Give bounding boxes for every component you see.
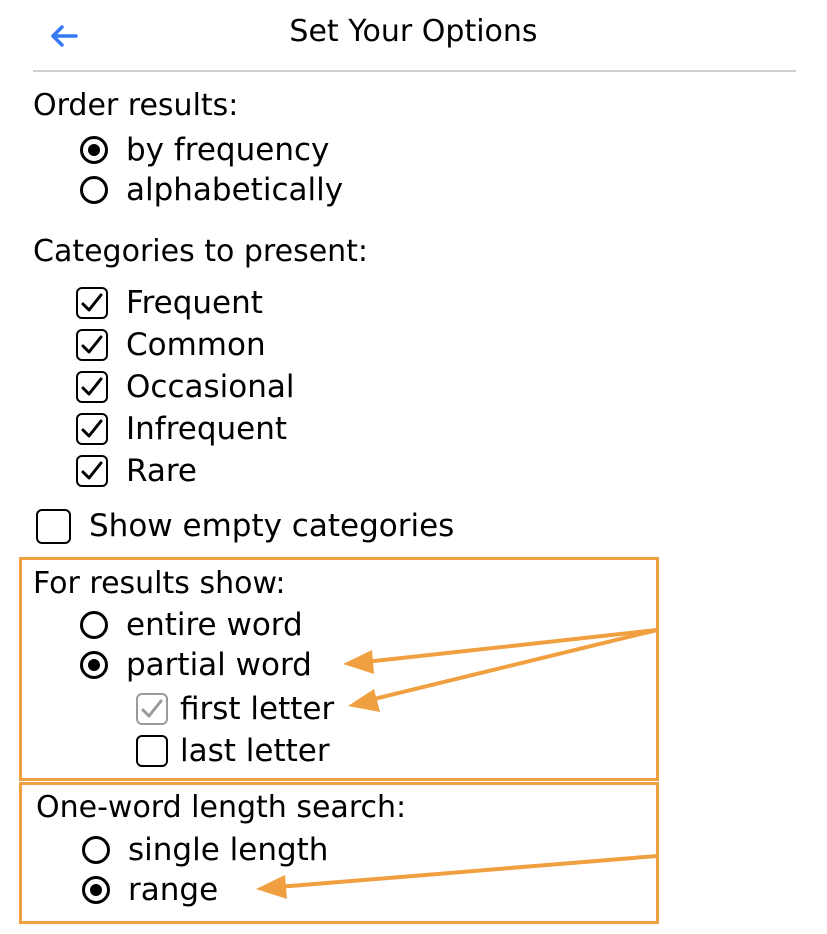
checkbox-checked-icon [76,287,108,319]
page-title: Set Your Options [289,14,538,49]
radio-selected-icon [80,651,108,679]
back-button[interactable] [44,16,84,56]
radio-partial-word[interactable]: partial word [80,645,312,685]
radio-label: partial word [126,647,312,683]
radio-unselected-icon [82,836,110,864]
radio-selected-icon [82,876,110,904]
checkmark-icon [81,293,103,312]
radio-unselected-icon [80,176,108,204]
checkmark-icon [81,419,103,438]
radio-label: by frequency [126,132,330,168]
radio-range[interactable]: range [82,870,218,910]
checkbox-unchecked-icon [36,508,71,544]
checkbox-last-letter[interactable]: last letter [136,731,330,771]
checkmark-icon [81,335,103,354]
arrowhead-icon [256,875,287,899]
arrowhead-icon [343,650,374,674]
checkbox-label: Infrequent [126,411,288,447]
arrow-to-range [277,854,658,889]
checkbox-label: last letter [180,733,330,769]
radio-unselected-icon [80,611,108,639]
checkmark-icon [81,461,103,480]
checkbox-label: Frequent [126,285,263,321]
length-search-label: One-word length search: [36,790,407,825]
checkbox-checked-icon [76,371,108,403]
checkbox-rare[interactable]: Rare [76,451,197,491]
radio-single-length[interactable]: single length [82,830,328,870]
checkbox-label: first letter [180,691,335,727]
checkbox-label: Rare [126,453,197,489]
arrow-to-partial-word [364,628,658,664]
radio-label: entire word [126,607,303,643]
checkmark-icon [141,699,163,718]
checkbox-label: Occasional [126,369,295,405]
radio-alphabetically[interactable]: alphabetically [80,170,343,210]
checkbox-infrequent[interactable]: Infrequent [76,409,287,449]
checkbox-checked-icon [76,413,108,445]
radio-selected-icon [80,136,108,164]
header-divider [33,70,796,72]
checkbox-first-letter[interactable]: first letter [136,689,334,729]
order-results-label: Order results: [33,88,239,123]
checkbox-common[interactable]: Common [76,325,266,365]
radio-label: alphabetically [126,172,344,208]
checkbox-unchecked-icon [136,735,168,767]
checkbox-disabled-checked-icon [136,693,168,725]
checkbox-checked-icon [76,329,108,361]
checkbox-occasional[interactable]: Occasional [76,367,294,407]
arrow-to-first-letter [365,628,658,703]
radio-label: range [128,872,219,908]
radio-by-frequency[interactable]: by frequency [80,130,329,170]
results-show-label: For results show: [33,566,286,601]
checkbox-label: Common [126,327,266,363]
length-search-annotation-box [19,782,659,924]
checkbox-show-empty-categories[interactable]: Show empty categories [36,506,454,546]
checkbox-label: Show empty categories [89,508,455,544]
categories-label: Categories to present: [33,234,369,269]
results-show-annotation-box [19,557,659,781]
arrow-left-icon [51,25,78,47]
checkbox-checked-icon [76,455,108,487]
checkbox-frequent[interactable]: Frequent [76,283,263,323]
radio-label: single length [128,832,329,868]
arrowhead-icon [348,689,380,712]
checkmark-icon [81,377,103,396]
radio-entire-word[interactable]: entire word [80,605,303,645]
